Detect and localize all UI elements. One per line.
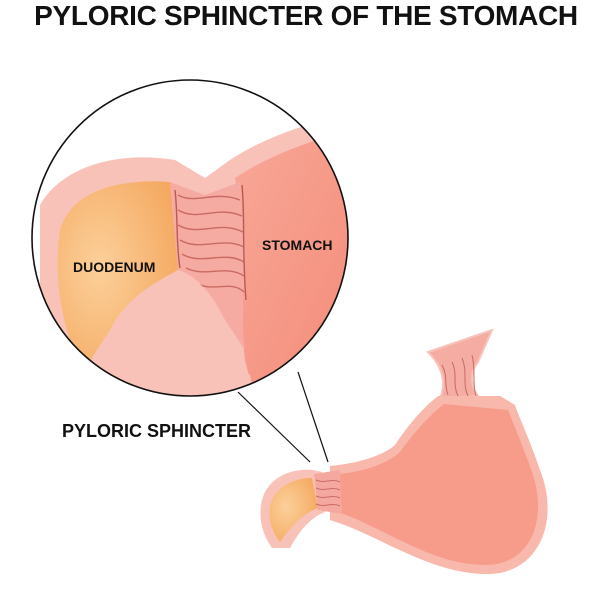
stomach-illustration [260, 328, 548, 575]
callout-lines [237, 371, 329, 463]
stomach-label: STOMACH [262, 237, 333, 253]
duodenum-label: DUODENUM [73, 259, 155, 275]
esophagus-folds [441, 354, 477, 397]
page-title: PYLORIC SPHINCTER OF THE STOMACH [34, 0, 578, 31]
sphincter-folds [174, 184, 247, 301]
pyloric-sphincter-label: PYLORIC SPHINCTER [62, 421, 251, 441]
duodenum-small-inner [269, 478, 318, 542]
duodenum-lumen [57, 181, 178, 372]
sphincter-small-folds [315, 479, 341, 507]
callout-line-right [297, 371, 329, 463]
zoom-circle-outline [31, 79, 349, 397]
sphincter-zone [170, 182, 245, 350]
esophagus [426, 328, 494, 400]
zoom-circle [31, 79, 349, 397]
stomach-lumen [235, 128, 348, 396]
callout-line-left [237, 391, 311, 463]
stomach-body-inner [338, 404, 539, 566]
sphincter-small [314, 470, 342, 514]
